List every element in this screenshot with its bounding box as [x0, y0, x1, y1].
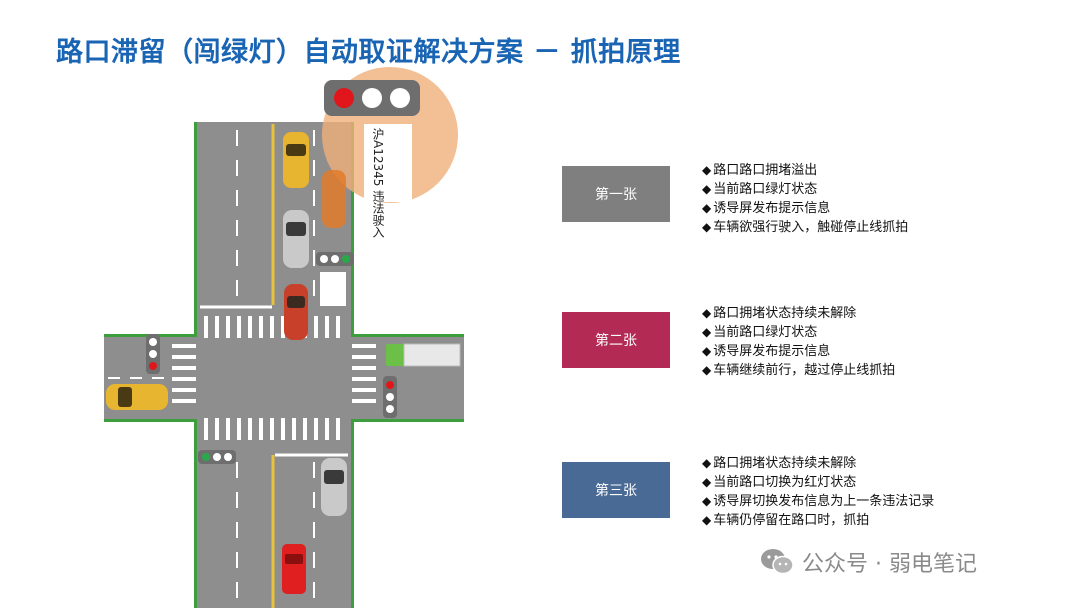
red-light-icon [149, 362, 157, 370]
crosswalk-south [204, 418, 340, 440]
crosswalk-west [172, 344, 196, 403]
green-light-icon [342, 255, 350, 263]
bullet-item: 路口路口拥堵溢出 [702, 161, 908, 180]
page-title: 路口滞留（闯绿灯）自动取证解决方案 － 抓拍原理 [56, 37, 681, 68]
bullet-item: 路口拥堵状态持续未解除 [702, 304, 895, 323]
bullet-item: 车辆欲强行驶入，触碰停止线抓拍 [702, 218, 908, 237]
bullet-item: 诱导屏切换发布信息为上一条违法记录 [702, 492, 934, 511]
bullet-item: 当前路口绿灯状态 [702, 323, 895, 342]
plate-number: 沪A12345 [371, 128, 385, 187]
bullet-item: 路口拥堵状态持续未解除 [702, 454, 934, 473]
car-silver [283, 210, 309, 268]
callout-note [364, 124, 412, 202]
car-orange-blurred [322, 170, 346, 228]
truck-east [386, 343, 461, 367]
car-yellow [283, 132, 309, 188]
off-light-icon [149, 338, 157, 346]
off-light-icon [386, 405, 394, 413]
step-3-bullets: 路口拥堵状态持续未解除 当前路口切换为红灯状态 诱导屏切换发布信息为上一条违法记… [702, 454, 934, 530]
off-light-icon [224, 453, 232, 461]
bullet-item: 诱导屏发布提示信息 [702, 342, 895, 361]
green-light-icon [320, 255, 328, 263]
bullet-item: 车辆继续前行，越过停止线抓拍 [702, 361, 895, 380]
watermark: 公众号 · 弱电笔记 [760, 546, 977, 578]
off-light-icon [362, 88, 382, 108]
step-card-1: 第一张 [562, 166, 670, 222]
crosswalk-east [352, 344, 376, 403]
car-silver-south [321, 458, 347, 516]
car-red [284, 284, 308, 340]
callout-text: 沪A12345 违法驶入 [370, 128, 386, 238]
off-light-icon [331, 255, 339, 263]
bullet-item: 当前路口绿灯状态 [702, 180, 908, 199]
off-light-icon [390, 88, 410, 108]
red-light-icon [386, 381, 394, 389]
step-1-bullets: 路口路口拥堵溢出 当前路口绿灯状态 诱导屏发布提示信息 车辆欲强行驶入，触碰停止… [702, 161, 908, 237]
wechat-icon [761, 549, 794, 575]
bullet-item: 车辆仍停留在路口时，抓拍 [702, 511, 934, 530]
step-card-2: 第二张 [562, 312, 670, 368]
bullet-item: 诱导屏发布提示信息 [702, 199, 908, 218]
step-2-bullets: 路口拥堵状态持续未解除 当前路口绿灯状态 诱导屏发布提示信息 车辆继续前行，越过… [702, 304, 895, 380]
off-light-icon [386, 393, 394, 401]
off-light-icon [149, 350, 157, 358]
red-light-icon [334, 88, 354, 108]
violation-message: 违法驶入 [371, 190, 385, 239]
off-light-icon [213, 453, 221, 461]
watermark-text: 公众号 · 弱电笔记 [802, 552, 977, 577]
car-yellow-west [106, 384, 168, 410]
guidance-screen [320, 272, 346, 306]
bullet-item: 当前路口切换为红灯状态 [702, 473, 934, 492]
step-card-3: 第三张 [562, 462, 670, 518]
car-red-south [282, 544, 306, 594]
green-light-icon [202, 453, 210, 461]
